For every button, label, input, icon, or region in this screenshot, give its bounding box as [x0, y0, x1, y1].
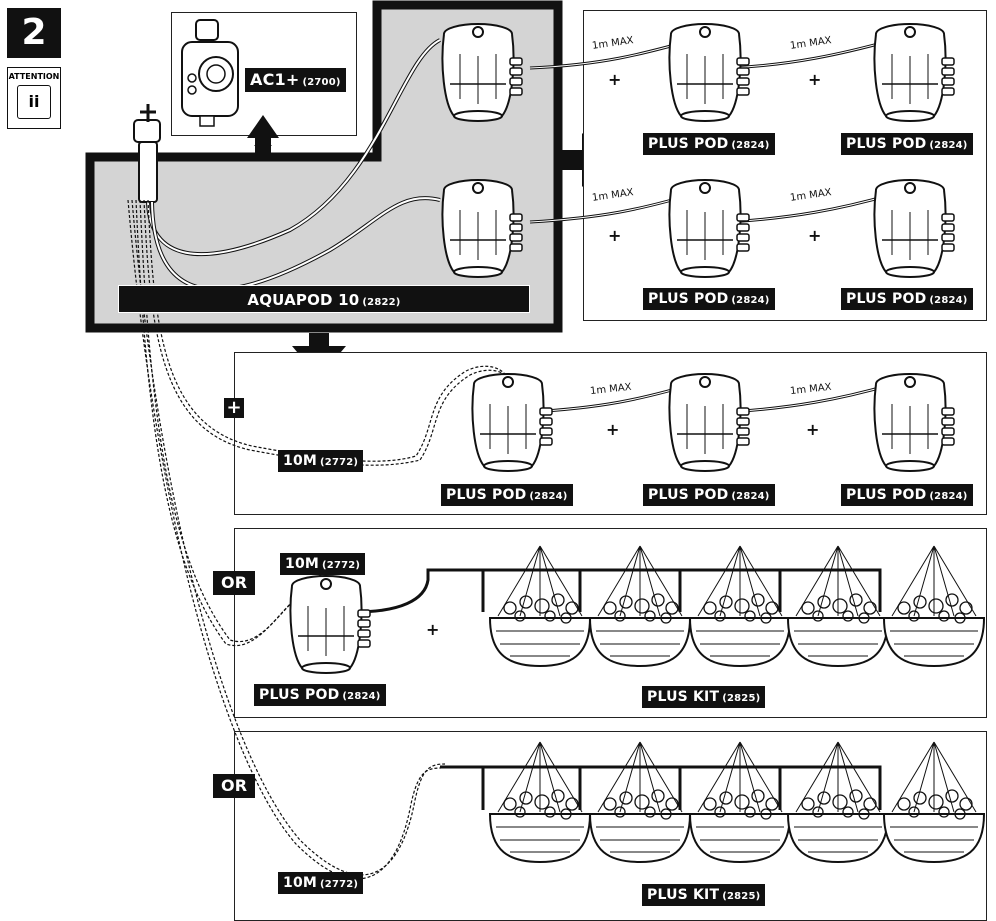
- hose-label: 10M(2772): [280, 553, 366, 575]
- plus-sign: +: [608, 226, 622, 245]
- hose-label: 10M(2772): [278, 450, 364, 472]
- plus-pod-name: PLUS POD: [846, 291, 927, 307]
- step-badge: 2: [7, 8, 61, 58]
- aquapod-name: AQUAPOD 10: [247, 291, 360, 309]
- timer-name: AC1+: [250, 70, 300, 89]
- hose-name: 10M: [285, 556, 320, 572]
- book-icon: ii: [17, 85, 51, 119]
- hose-code: (2772): [322, 560, 361, 571]
- plus-pod-name: PLUS POD: [846, 487, 927, 503]
- plus-pod-label: PLUS POD(2824): [841, 484, 973, 506]
- or-label: OR: [213, 774, 256, 798]
- plus-pod-code: (2824): [929, 140, 968, 151]
- attention-title: ATTENTION: [8, 72, 60, 81]
- plus-pod-code: (2824): [929, 491, 968, 502]
- hose-name: 10M: [283, 453, 318, 469]
- plus-pod-name: PLUS POD: [446, 487, 527, 503]
- plus-pod-name: PLUS POD: [648, 136, 729, 152]
- plus-kit-name: PLUS KIT: [647, 887, 720, 903]
- plus-pod-code: (2824): [731, 140, 770, 151]
- hose-code: (2772): [320, 879, 359, 890]
- plus-pod-code: (2824): [731, 295, 770, 306]
- plus-kit-label: PLUS KIT(2825): [642, 884, 766, 906]
- plus-pod-code: (2824): [929, 295, 968, 306]
- timer-code: (2700): [302, 77, 341, 88]
- plus-kit-name: PLUS KIT: [647, 689, 720, 705]
- plus-pod-label: PLUS POD(2824): [841, 133, 973, 155]
- plus-sign: +: [808, 70, 822, 89]
- plus-pod-label: PLUS POD(2824): [643, 133, 775, 155]
- timer-label: AC1+(2700): [245, 68, 346, 92]
- plus-kit-code: (2825): [722, 891, 761, 902]
- hose-name: 10M: [283, 875, 318, 891]
- or-label: OR: [213, 571, 256, 595]
- attention-mark: ii: [28, 92, 40, 111]
- plus-sign: +: [426, 620, 440, 639]
- plus-pod-code: (2824): [342, 691, 381, 702]
- plus-pod-label: PLUS POD(2824): [254, 684, 386, 706]
- plus-pod-label: PLUS POD(2824): [643, 288, 775, 310]
- plus-sign: +: [606, 420, 620, 439]
- aquapod-code: (2822): [362, 297, 401, 308]
- plus-pod-code: (2824): [731, 491, 770, 502]
- plus-kit-code: (2825): [722, 693, 761, 704]
- timer-icon: [181, 19, 239, 127]
- plus-pod-name: PLUS POD: [648, 291, 729, 307]
- attention-box: ATTENTION ii: [7, 67, 61, 129]
- plus-pod-name: PLUS POD: [648, 487, 729, 503]
- plus-pod-name: PLUS POD: [259, 687, 340, 703]
- plus-kit-label: PLUS KIT(2825): [642, 686, 766, 708]
- plus-sign: +: [808, 226, 822, 245]
- hose-label: 10M(2772): [278, 872, 364, 894]
- plus-pod-label: PLUS POD(2824): [441, 484, 573, 506]
- add-marker-box: +: [224, 398, 244, 418]
- plus-pod-name: PLUS POD: [846, 136, 927, 152]
- plus-pod-label: PLUS POD(2824): [643, 484, 775, 506]
- plus-pod-code: (2824): [529, 491, 568, 502]
- plus-sign: +: [806, 420, 820, 439]
- aquapod-label: AQUAPOD 10(2822): [118, 285, 530, 313]
- plus-pod-label: PLUS POD(2824): [841, 288, 973, 310]
- plus-sign: +: [608, 70, 622, 89]
- hose-code: (2772): [320, 457, 359, 468]
